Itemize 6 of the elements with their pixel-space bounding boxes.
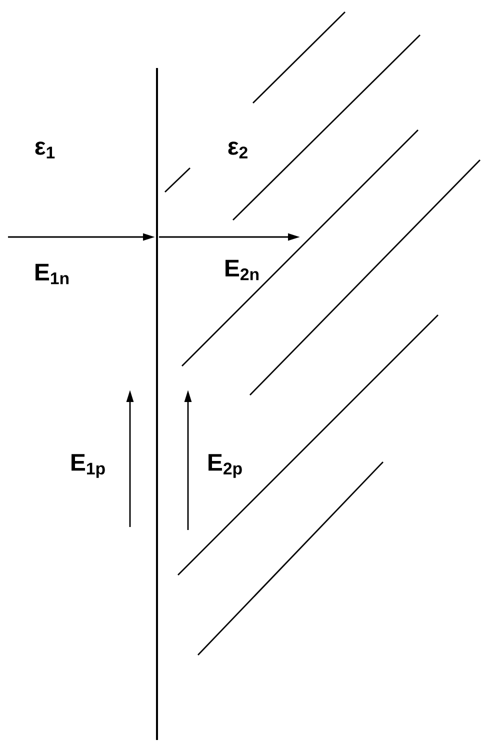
symbol-label: E$_{2n}$	[226, 260, 258, 280]
symbol-label: ε$_{2}$	[228, 142, 248, 158]
symbol-label: E$_{1p}$	[72, 454, 105, 478]
symbol-label: E$_{1n}$	[36, 264, 68, 284]
symbol-label: ε$_{1}$	[35, 142, 55, 158]
symbol-label: E$_{2p}$	[208, 454, 242, 478]
